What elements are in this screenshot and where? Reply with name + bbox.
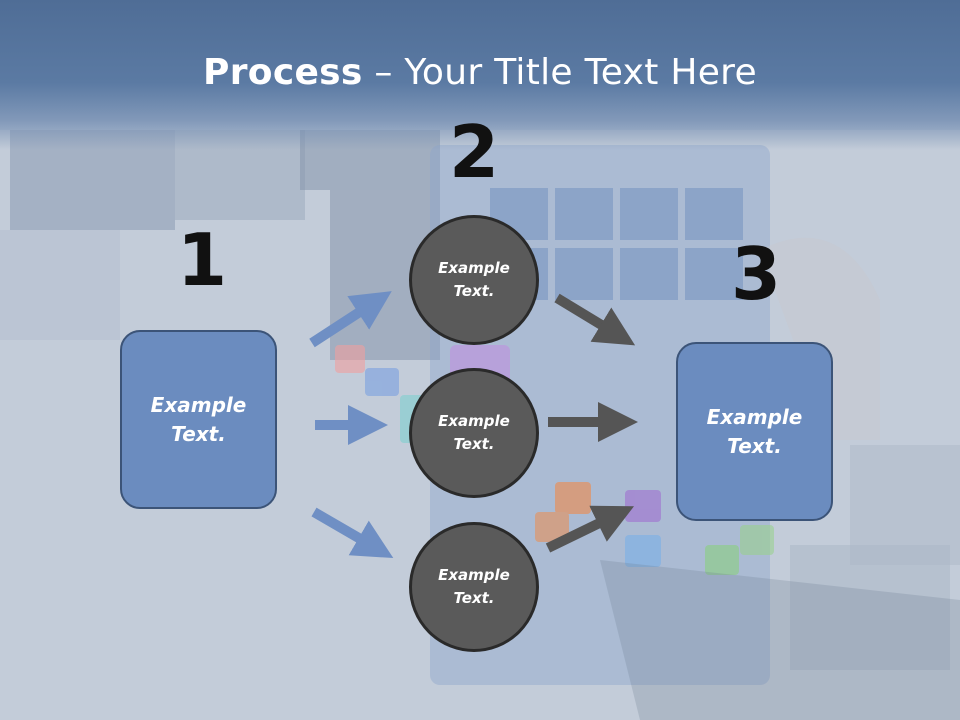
title-rest: – Your Title Text Here — [362, 52, 757, 93]
arrow-top-to-right — [554, 293, 636, 346]
title-bold: Process — [203, 52, 363, 93]
circle-top-label: Example Text. — [438, 259, 510, 300]
title-bar — [0, 0, 960, 150]
arrow-bottom-to-right — [545, 505, 634, 553]
circle-bottom: Example Text. — [409, 522, 539, 652]
step-number-3: 3 — [731, 232, 782, 316]
circle-middle: Example Text. — [409, 368, 539, 498]
circle-top: Example Text. — [409, 215, 539, 345]
step-number-2: 2 — [449, 110, 500, 194]
circle-middle-label: Example Text. — [438, 412, 510, 453]
circle-bottom-label: Example Text. — [438, 566, 510, 607]
right-box: Example Text. — [676, 342, 833, 521]
slide-title: Process – Your Title Text Here — [0, 52, 960, 93]
right-box-label: Example Text. — [706, 404, 803, 458]
arrow-left-to-top — [309, 291, 392, 348]
arrow-left-to-bottom — [311, 507, 394, 559]
left-box: Example Text. — [120, 330, 277, 509]
step-number-1: 1 — [177, 218, 228, 302]
left-box-label: Example Text. — [150, 392, 247, 446]
